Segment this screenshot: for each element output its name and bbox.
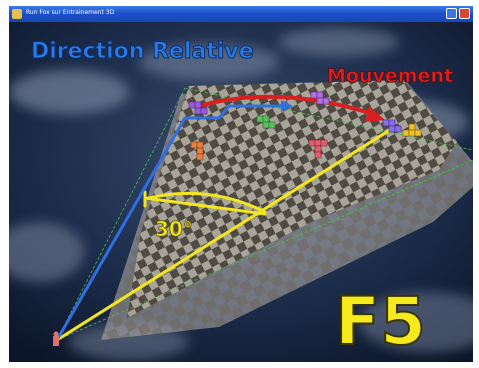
angle-label: 30° [155, 217, 193, 241]
direction-arrow [55, 100, 293, 341]
heading-text: Direction Relative [31, 39, 254, 64]
title-bar[interactable]: Run Fox sur Entrainement 3D [9, 6, 473, 22]
blue-purple-block [382, 119, 402, 133]
tetromino-blocks [188, 91, 422, 161]
green-block [256, 115, 276, 129]
game-scene[interactable]: Direction Relative Mouvement 30° F5 [9, 22, 473, 362]
game-window: Run Fox sur Entrainement 3D [9, 6, 473, 362]
purple-block [188, 101, 208, 115]
window-title: Run Fox sur Entrainement 3D [26, 9, 115, 16]
key-label: F5 [335, 283, 426, 360]
player-marker [53, 331, 59, 346]
movement-arrow [198, 94, 385, 122]
angle-lines [55, 126, 395, 342]
pink-block [308, 139, 328, 159]
movement-label: Mouvement [327, 65, 453, 87]
cloud-layer [9, 28, 473, 360]
orange-block [190, 141, 204, 161]
violet-block [310, 91, 330, 105]
minimize-icon[interactable] [446, 8, 457, 19]
yellow-block [402, 123, 422, 137]
camera-frustum [56, 87, 473, 341]
close-icon[interactable] [459, 8, 470, 19]
scene-canvas: Direction Relative Mouvement 30° F5 [9, 22, 473, 362]
window-app-icon [12, 9, 22, 19]
